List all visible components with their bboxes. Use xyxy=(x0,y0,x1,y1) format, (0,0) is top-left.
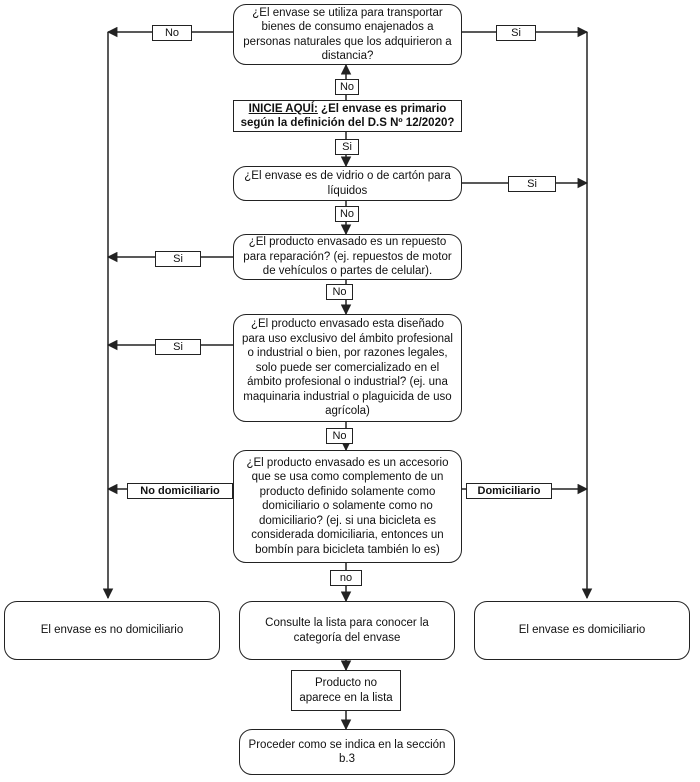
label-start-si: Si xyxy=(335,139,359,155)
question-start: INICIE AQUÍ: ¿El envase es primario segú… xyxy=(233,100,462,132)
result-domestic: El envase es domiciliario xyxy=(474,601,690,660)
label-glass-si: Si xyxy=(508,176,556,192)
result-non-domestic: El envase es no domiciliario xyxy=(4,601,220,660)
question-accessory: ¿El producto envasado es un accesorio qu… xyxy=(233,450,462,563)
result-not-listed: Producto no aparece en la lista xyxy=(291,670,401,711)
label-professional-si: Si xyxy=(155,339,201,355)
label-transport-si: Si xyxy=(496,25,536,41)
label-transport-no: No xyxy=(152,25,192,41)
label-spare-no: No xyxy=(326,284,353,300)
label-professional-no: No xyxy=(326,428,353,444)
question-professional-use: ¿El producto envasado esta diseñado para… xyxy=(233,314,462,422)
question-spare-part: ¿El producto envasado es un repuesto par… xyxy=(233,234,462,280)
label-spare-si: Si xyxy=(155,251,201,267)
result-proceed: Proceder como se indica en la sección b.… xyxy=(239,729,455,775)
result-consult-list: Consulte la lista para conocer la catego… xyxy=(239,601,455,660)
start-here-label: INICIE AQUÍ: xyxy=(248,102,318,115)
question-transport: ¿El envase se utiliza para transportar b… xyxy=(233,4,462,65)
label-start-no: No xyxy=(335,79,359,95)
label-glass-no: No xyxy=(335,206,359,222)
label-accessory-no: no xyxy=(330,570,362,586)
label-accessory-domestic: Domiciliario xyxy=(466,483,552,499)
label-accessory-non-domestic: No domiciliario xyxy=(127,483,233,499)
question-glass: ¿El envase es de vidrio o de cartón para… xyxy=(233,166,462,201)
